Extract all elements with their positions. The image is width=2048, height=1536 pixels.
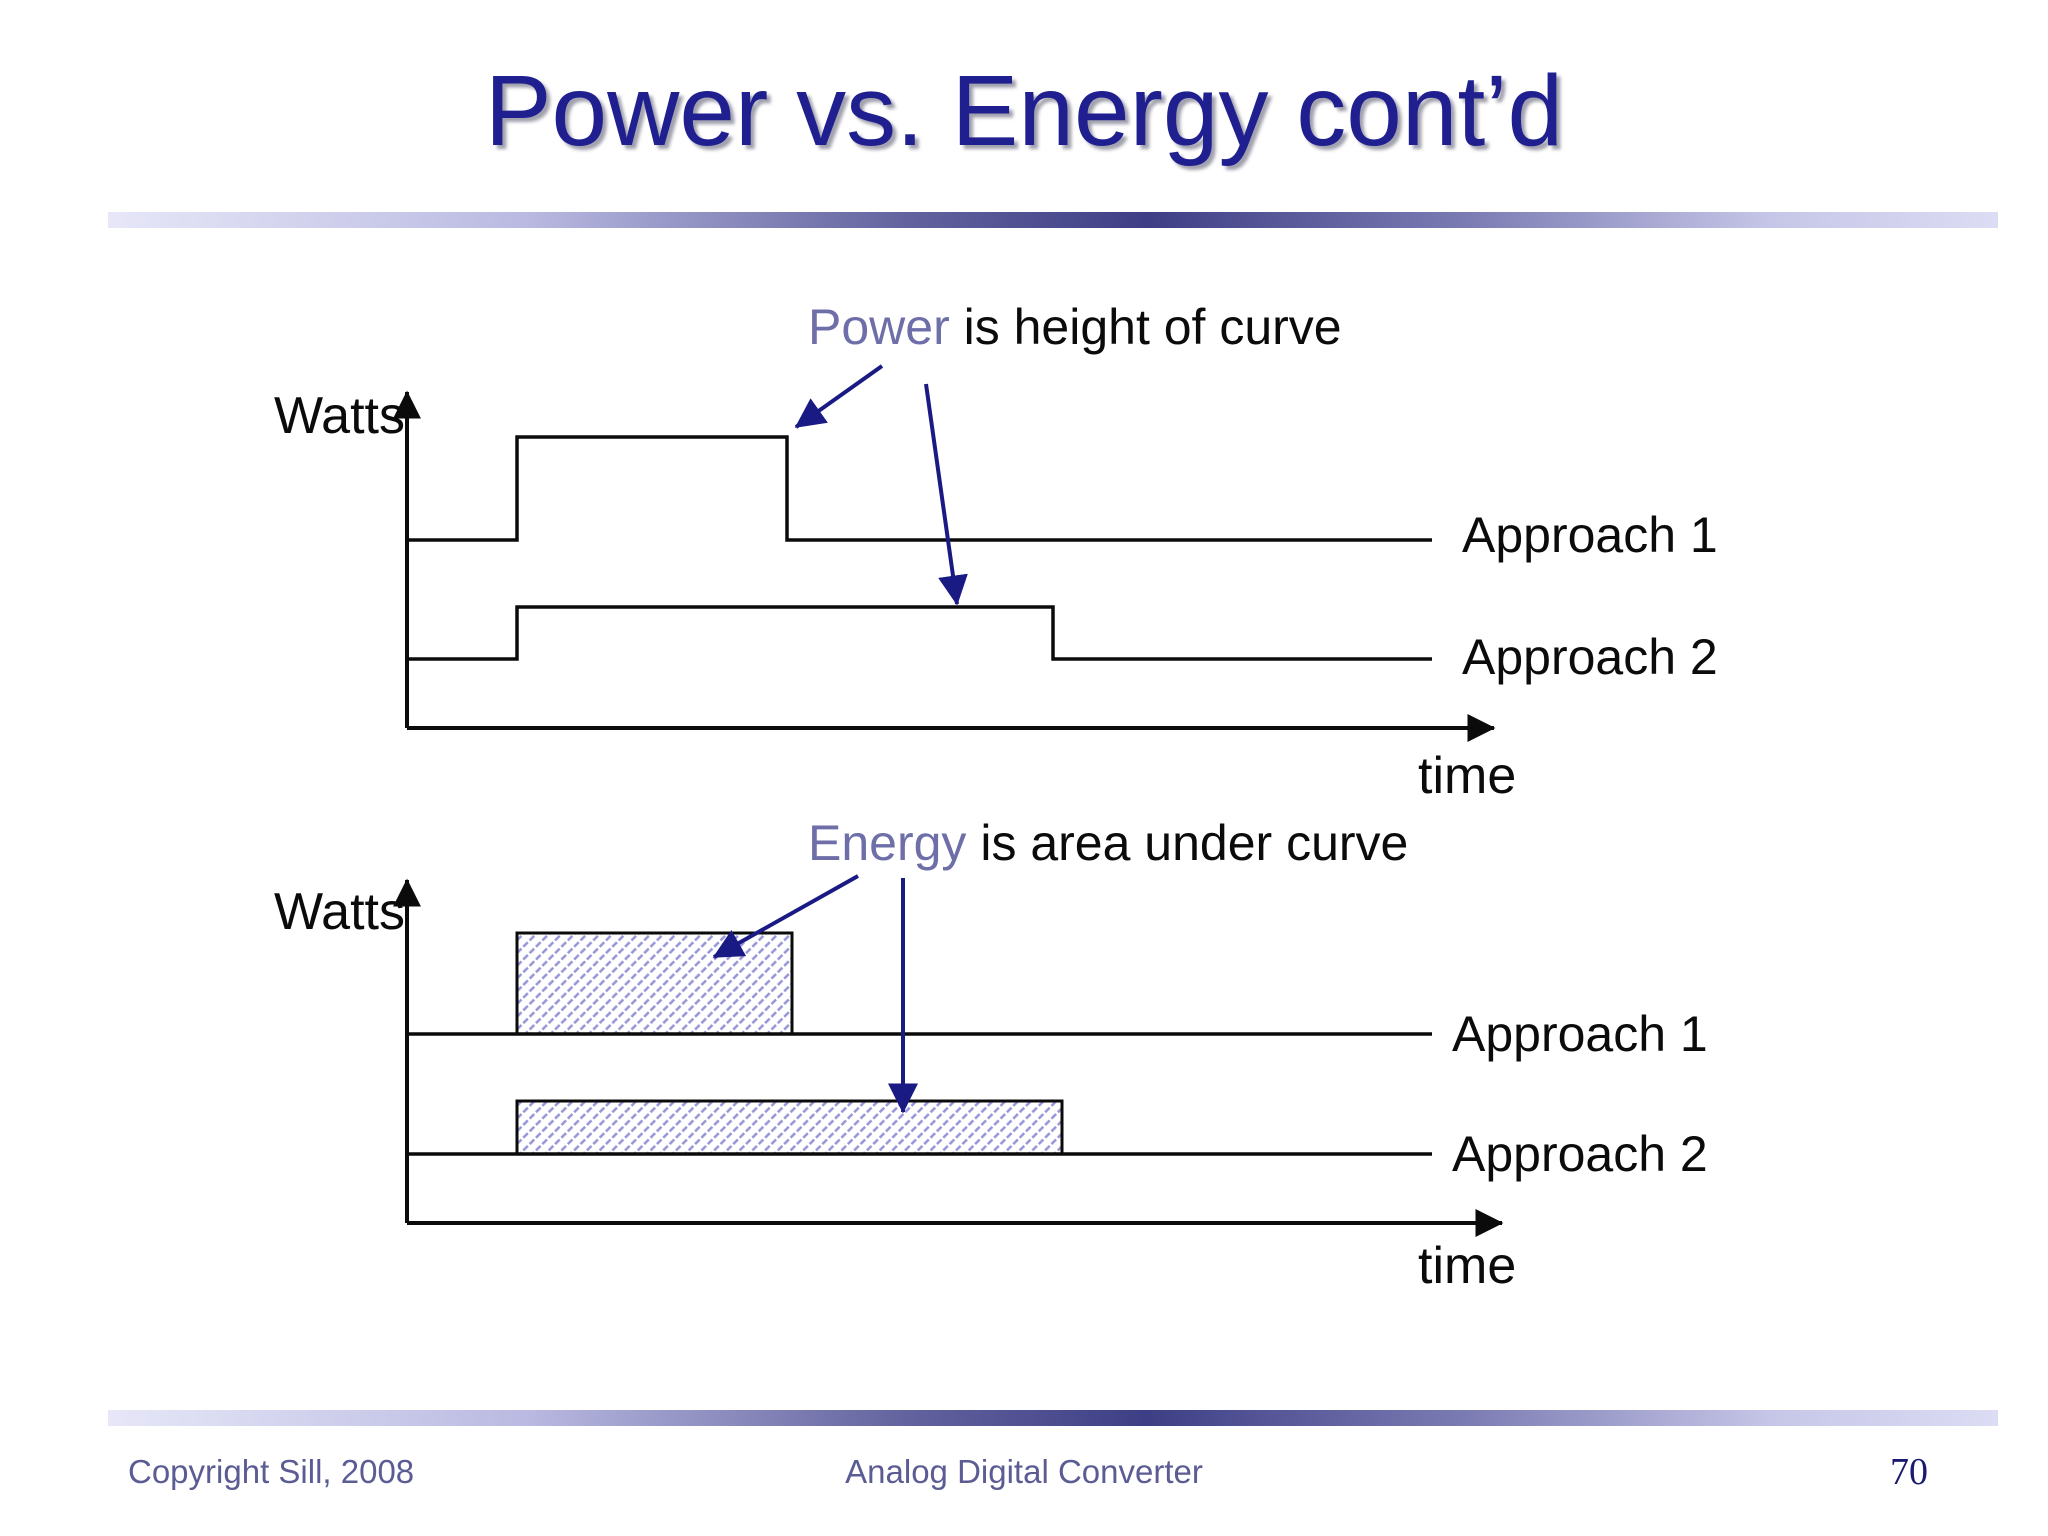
energy-area-approach2 [515, 1099, 1064, 1156]
energy-annotation-keyword: Energy [808, 815, 967, 871]
energy-annotation-rest: is area under curve [966, 815, 1409, 871]
energy-arrow-to-area1 [712, 874, 859, 959]
energy-approach1-label: Approach 1 [1452, 1006, 1708, 1062]
power-approach2-label: Approach 2 [1462, 629, 1718, 685]
footer-divider-bar [108, 1410, 1998, 1426]
power-y-axis-label: Watts [274, 387, 405, 445]
energy-y-axis-label: Watts [274, 883, 405, 941]
footer-course-title: Analog Digital Converter [845, 1453, 1203, 1490]
energy-annotation: Energy is area under curve [808, 818, 1408, 868]
energy-approach2-label: Approach 2 [1452, 1126, 1708, 1182]
footer-page-number: 70 [1890, 1451, 1928, 1493]
slide-title: Power vs. Energy cont’d [484, 55, 1564, 167]
power-arrow-to-approach2 [924, 383, 968, 606]
power-approach1-label: Approach 1 [1462, 507, 1718, 563]
power-x-axis-label: time [1418, 747, 1517, 805]
power-approach1-curve [407, 435, 1432, 542]
power-annotation-keyword: Power [808, 299, 950, 355]
footer-copyright: Copyright Sill, 2008 [128, 1453, 415, 1490]
power-annotation: Power is height of curve [808, 302, 1342, 352]
power-annotation-rest: is height of curve [949, 299, 1342, 355]
power-approach2-curve [407, 605, 1432, 661]
energy-area-approach1 [515, 931, 794, 1036]
energy-x-axis-label: time [1418, 1237, 1517, 1295]
title-divider-bar [108, 212, 1998, 228]
power-arrow-to-approach1 [794, 364, 884, 429]
